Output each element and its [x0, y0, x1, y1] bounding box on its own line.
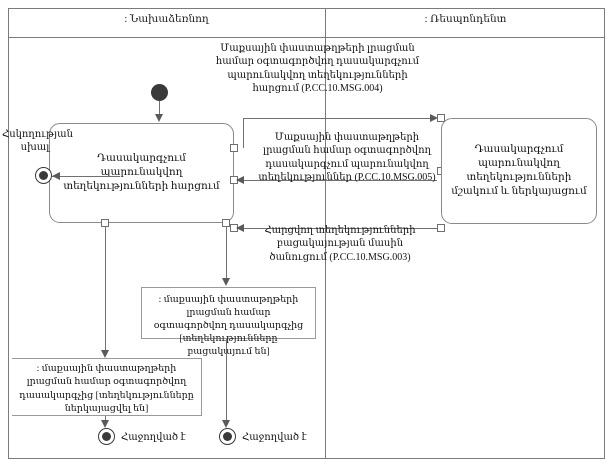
flow-initial-to-activity	[159, 101, 160, 115]
flow-notfound-horiz	[243, 228, 437, 229]
flow-response-horiz	[243, 180, 437, 181]
note-data-presented-label: : մաքսային փաստաթղթերի լրացման համար օգտ…	[19, 364, 194, 414]
label-final-ok-1: Հաջողված է	[121, 432, 186, 443]
partition-divider	[325, 8, 326, 459]
flow-to-presented-note	[105, 227, 106, 351]
flow-nodata-to-final	[226, 339, 227, 421]
pin-initiator-output-left[interactable]	[101, 219, 109, 227]
final-node-error-icon	[35, 167, 52, 184]
activity-responder-process-label: Դասակարգչում պարունակվող տեղեկություններ…	[451, 144, 587, 197]
flow-initiator-to-error-final	[52, 176, 120, 177]
arrowhead-to-presented-note	[101, 350, 109, 358]
arrowhead-to-nodata-note	[222, 278, 230, 286]
arrowhead-notfound-to-initiator	[236, 224, 244, 232]
arrowhead-initial-to-activity	[155, 114, 163, 122]
pin-responder-send-notfound[interactable]	[437, 224, 445, 232]
label-control-error: Հսկողության սխալ	[2, 129, 73, 154]
flow-request-horiz	[243, 118, 435, 119]
pin-initiator-output-right[interactable]	[222, 219, 230, 227]
arrowhead-error-final	[52, 172, 60, 180]
message-label-request-004: Մաքսային փաստաթղթերի լրացման համար օգտագ…	[215, 43, 420, 95]
message-label-response-005: Մաքսային փաստաթղթերի լրացման համար օգտագ…	[258, 132, 436, 184]
arrowhead-request-to-responder	[430, 114, 438, 122]
diagram-frame	[8, 8, 605, 459]
activity-initiator-request-label: Դասակարգչում պարունակվող տեղեկություններ…	[63, 153, 220, 192]
arrowhead-response-to-initiator	[236, 176, 244, 184]
partition-label-initiator: : Նախաձեռնող	[124, 14, 209, 25]
note-data-presented: : մաքսային փաստաթղթերի լրացման համար օգտ…	[12, 358, 202, 416]
label-final-ok-2: Հաջողված է	[242, 432, 307, 443]
partition-header-band	[8, 8, 605, 38]
activity-initiator-request[interactable]: Դասակարգչում պարունակվող տեղեկություններ…	[49, 123, 234, 223]
initial-node-icon	[151, 84, 168, 101]
message-label-notfound-003: Հարցվող տեղեկությունների բացակայության մ…	[264, 225, 416, 263]
partition-label-responder: : Ռեսպոնդենտ	[424, 14, 507, 25]
flow-request-vert	[243, 118, 244, 148]
pin-responder-receive-request[interactable]	[437, 114, 445, 122]
note-no-data-label: : մաքսային փաստաթղթերի լրացման համար օգտ…	[153, 295, 304, 357]
flow-to-nodata-note	[226, 227, 227, 279]
arrowhead-presented-to-final	[101, 420, 109, 428]
final-node-ok-1-icon	[98, 428, 115, 445]
flow-presented-to-final	[105, 416, 106, 422]
arrowhead-nodata-to-final	[222, 420, 230, 428]
final-node-ok-2-icon	[219, 428, 236, 445]
activity-responder-process[interactable]: Դասակարգչում պարունակվող տեղեկություններ…	[441, 118, 597, 224]
note-no-data: : մաքսային փաստաթղթերի լրացման համար օգտ…	[141, 287, 316, 357]
pin-initiator-send-request[interactable]	[230, 144, 238, 152]
